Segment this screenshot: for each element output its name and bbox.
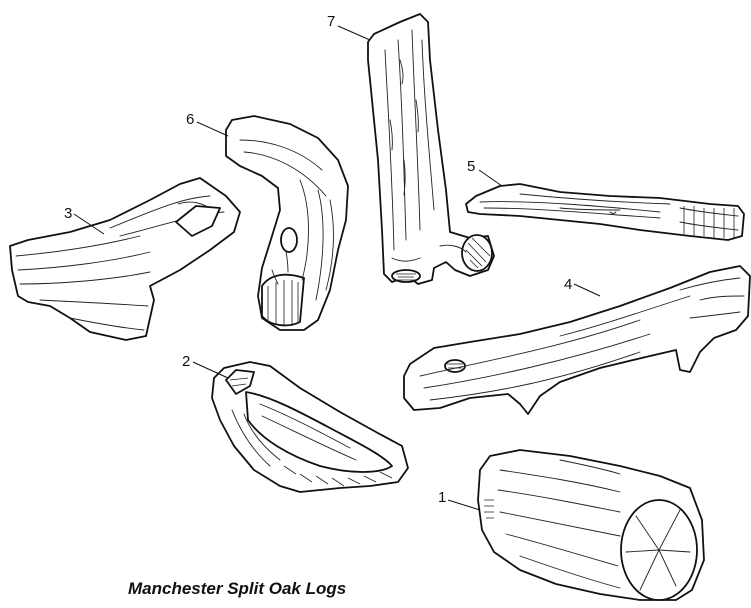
- log-7: [368, 14, 494, 284]
- callout-1: 1: [438, 489, 446, 506]
- leader-5: [479, 170, 502, 186]
- callout-2: 2: [182, 353, 190, 370]
- diagram-caption: Manchester Split Oak Logs: [128, 579, 346, 599]
- leader-4: [574, 284, 600, 296]
- callout-4: 4: [564, 276, 572, 293]
- callout-6: 6: [186, 111, 194, 128]
- log-4: [404, 266, 750, 414]
- leader-1: [448, 500, 480, 510]
- callout-3: 3: [64, 205, 72, 222]
- callout-7: 7: [327, 13, 335, 30]
- leader-7: [338, 26, 370, 40]
- callout-5: 5: [467, 158, 475, 175]
- log-2: [212, 362, 408, 492]
- log-5: [466, 184, 744, 240]
- log-1: [478, 450, 704, 600]
- log-3: [10, 178, 240, 340]
- leader-6: [197, 122, 228, 136]
- log-6: [226, 116, 348, 330]
